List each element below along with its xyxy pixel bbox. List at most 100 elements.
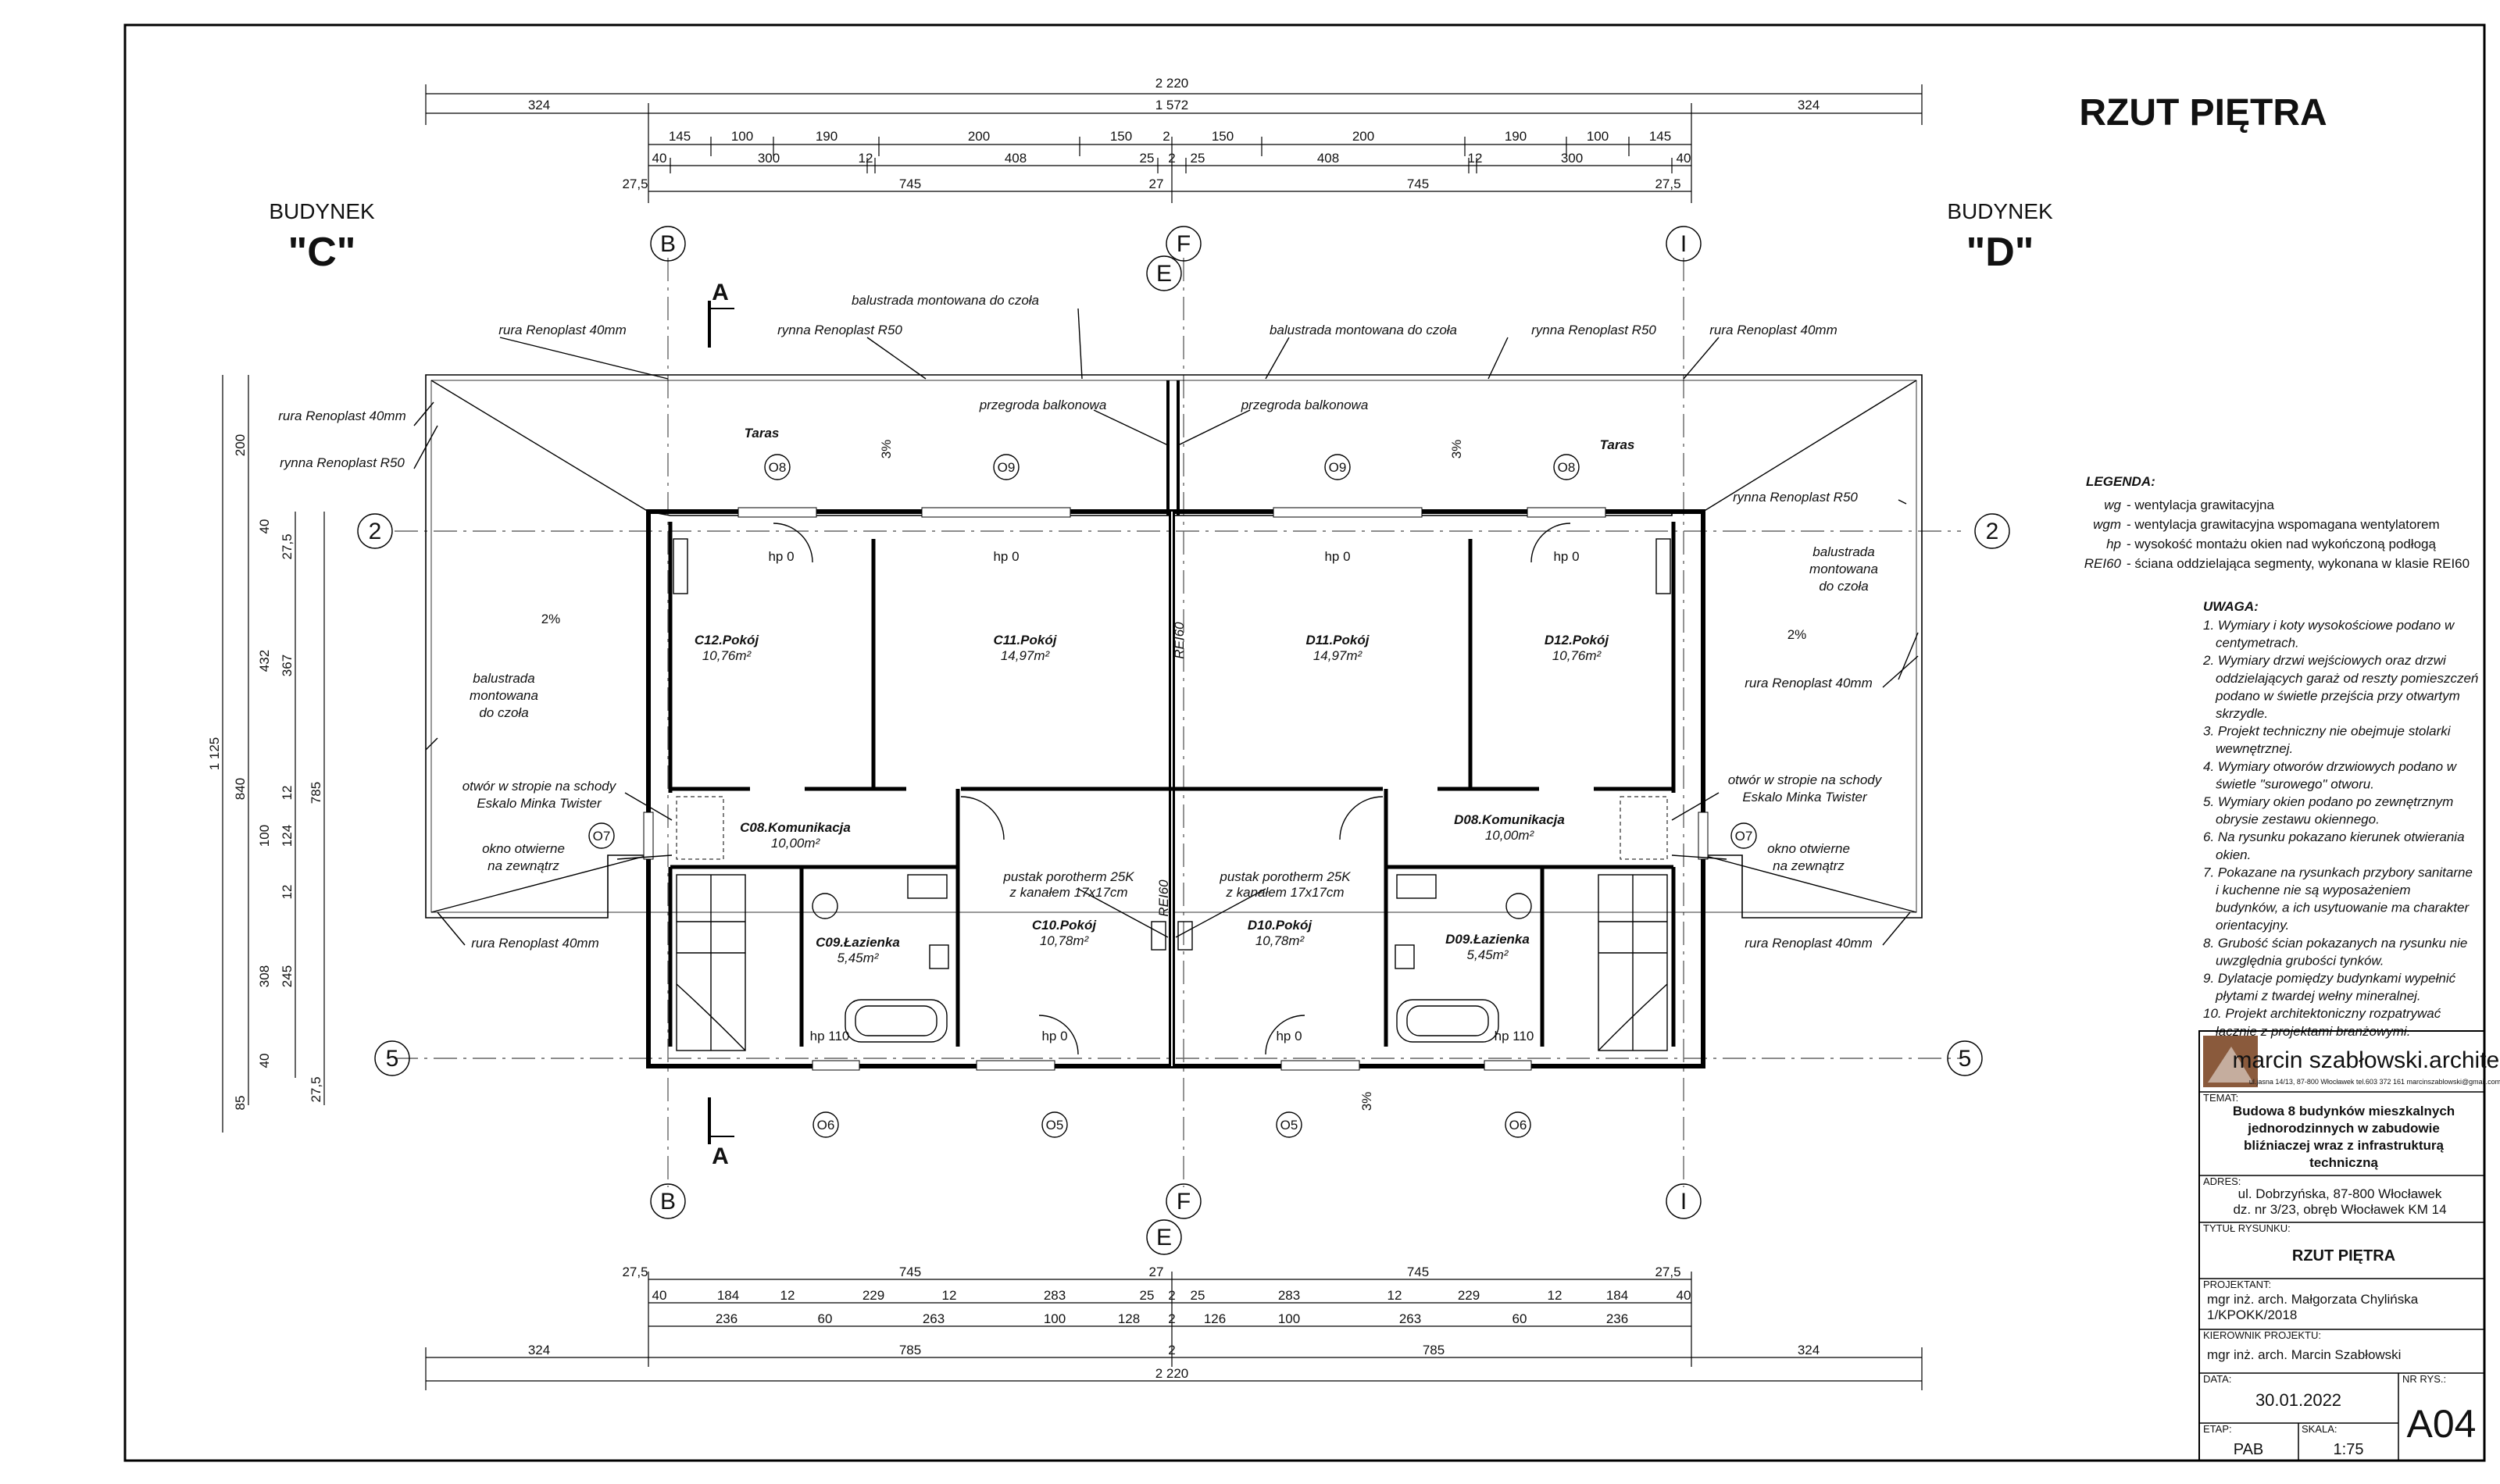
dim-bot-r1-4: 27,5 <box>1655 1265 1680 1279</box>
titleblock-data: 30.01.2022 <box>2255 1390 2341 1410</box>
legend-text-0: - wentylacja grawitacyjna <box>2127 498 2275 512</box>
dim-top-r3-5: 2 <box>1168 151 1175 166</box>
note-line: 5. Wymiary okien podano po zewnętrznym <box>2203 794 2453 809</box>
titleblock-nr-label: NR RYS.: <box>2402 1373 2446 1385</box>
dim-top-r4-0: 27,5 <box>622 177 648 191</box>
dim-bot-r2-6: 25 <box>1140 1288 1155 1303</box>
room-d08-area: 10,00m² <box>1485 828 1535 843</box>
room-d11-name: D11.Pokój <box>1306 633 1370 647</box>
axis-b-top: B <box>660 231 676 257</box>
dim-top-r3-10: 40 <box>1677 151 1691 166</box>
dim-left-9: 27,5 <box>280 533 295 559</box>
tag-o5-left: O5 <box>1046 1118 1064 1133</box>
dim-bot-r4-0: 324 <box>528 1343 550 1357</box>
titleblock-adres-1: dz. nr 3/23, obręb Włocławek KM 14 <box>2233 1202 2446 1217</box>
section-marks <box>708 301 734 1144</box>
dim-bot-r3-5: 2 <box>1168 1311 1175 1326</box>
dim-left-1: 200 <box>233 434 248 456</box>
room-d12-name: D12.Pokój <box>1545 633 1609 647</box>
dim-bot-r2-0: 40 <box>652 1288 667 1303</box>
dim-top-r4-4: 27,5 <box>1655 177 1680 191</box>
tag-o9-right: O9 <box>1329 460 1347 475</box>
callout-pustak-left-2: z kanałem 17x17cm <box>1009 885 1127 900</box>
tag-o7-right: O7 <box>1735 829 1753 844</box>
titleblock-temat-3: techniczną <box>2309 1155 2378 1170</box>
dim-bot-r3-4: 128 <box>1118 1311 1140 1326</box>
dim-top-r3-8: 12 <box>1468 151 1483 166</box>
door-swings <box>773 523 1571 1055</box>
dim-bot-r3-7: 100 <box>1278 1311 1300 1326</box>
note-line: płytami z twardej wełny mineralnej. <box>2215 989 2421 1004</box>
dim-top-r2-6: 150 <box>1212 129 1234 144</box>
axis-e-top: E <box>1156 261 1172 287</box>
note-line: orientacyjny. <box>2216 918 2289 933</box>
staircases <box>676 796 1668 1051</box>
titleblock-projektant-0: mgr inż. arch. Małgorzata Chylińska <box>2207 1292 2419 1307</box>
dim-bot-r1-0: 27,5 <box>622 1265 648 1279</box>
dim-bot-r3-1: 60 <box>818 1311 833 1326</box>
axis-5-right: 5 <box>1959 1046 1972 1072</box>
dim-left-8: 40 <box>257 1054 272 1068</box>
titleblock-temat-0: Budowa 8 budynków mieszkalnych <box>2233 1104 2455 1118</box>
axis-2-left: 2 <box>369 519 382 544</box>
tag-o8-left: O8 <box>769 460 787 475</box>
slope-top-left: 3% <box>879 440 894 459</box>
dim-bot-r3-8: 263 <box>1399 1311 1421 1326</box>
callout-okno-left-1: okno otwierne <box>482 841 565 856</box>
titleblock-temat-1: jednorodzinnych w zabudowie <box>2247 1121 2440 1136</box>
notes-lines: 1. Wymiary i koty wysokościowe podano wc… <box>2202 618 2478 1039</box>
titleblock-temat-label: TEMAT: <box>2203 1092 2238 1104</box>
section-mark-bottom: A <box>712 1143 729 1169</box>
axis-b-bottom: B <box>660 1189 676 1215</box>
dim-left-6: 100 <box>257 825 272 847</box>
tag-o6-left: O6 <box>817 1118 835 1133</box>
note-line: 2. Wymiary drzwi wejściowych oraz drzwi <box>2202 653 2447 668</box>
tag-o7-left: O7 <box>593 829 611 844</box>
titleblock-etap-label: ETAP: <box>2203 1423 2232 1435</box>
building-c-label: BUDYNEK <box>269 199 375 223</box>
callout-rura-bottom-right: rura Renoplast 40mm <box>1745 936 1872 951</box>
slope-bottom: 3% <box>1359 1092 1374 1111</box>
dim-bot-r2-8: 25 <box>1191 1288 1205 1303</box>
note-line: skrzydle. <box>2216 706 2268 721</box>
room-c10-name: C10.Pokój <box>1032 918 1097 933</box>
dim-bot-r3-2: 263 <box>923 1311 945 1326</box>
dim-bot-r2-3: 229 <box>862 1288 884 1303</box>
legend-code-3: REI60 <box>2084 556 2122 571</box>
windows-top <box>643 507 1709 1071</box>
hp-c10: hp 0 <box>1041 1029 1067 1043</box>
room-c11-name: C11.Pokój <box>994 633 1058 647</box>
dim-bot-r2-12: 12 <box>1548 1288 1562 1303</box>
note-line: 9. Dylatacje pomiędzy budynkami wypełnić <box>2203 971 2456 986</box>
hp-c11: hp 0 <box>993 549 1019 564</box>
dim-bot-r4-2: 2 <box>1168 1343 1175 1357</box>
axis-5-left: 5 <box>386 1046 399 1072</box>
room-c11-area: 14,97m² <box>1001 648 1051 663</box>
building-d-name: "D" <box>1966 230 2034 275</box>
notes-title: UWAGA: <box>2203 599 2259 614</box>
callout-otwor-right-2: Eskalo Minka Twister <box>1742 790 1868 804</box>
dim-bot-r2-11: 229 <box>1458 1288 1480 1303</box>
taras-left: Taras <box>745 426 780 441</box>
callout-balustrada-left-1: balustrada <box>473 671 534 686</box>
room-c12-name: C12.Pokój <box>695 633 759 647</box>
axis-i-bottom: I <box>1680 1189 1687 1215</box>
callout-przegroda-right: przegroda balkonowa <box>1241 398 1369 412</box>
sheet-frame <box>123 23 2486 1462</box>
titleblock-company-sub: ul.jasna 14/13, 87-800 Włocławek tel.603… <box>2249 1078 2500 1086</box>
axis-e-bottom: E <box>1156 1225 1172 1250</box>
dim-bot-r2-13: 184 <box>1606 1288 1628 1303</box>
dim-bot-r1-3: 745 <box>1407 1265 1429 1279</box>
note-line: 10. Projekt architektoniczny rozpatrywać <box>2203 1006 2441 1021</box>
dim-top-r2-5: 2 <box>1162 129 1170 144</box>
dim-top-r4-3: 745 <box>1407 177 1429 191</box>
room-c09-area: 5,45m² <box>838 951 880 965</box>
dim-left-10: 367 <box>280 655 295 676</box>
callout-rura-left-1: rura Renoplast 40mm <box>278 408 405 423</box>
note-line: okien. <box>2216 847 2251 862</box>
callout-rura-top-left: rura Renoplast 40mm <box>498 323 626 337</box>
dim-left-14: 245 <box>280 965 295 987</box>
dim-bot-r1-1: 745 <box>899 1265 921 1279</box>
dim-top-r2-2: 190 <box>816 129 838 144</box>
